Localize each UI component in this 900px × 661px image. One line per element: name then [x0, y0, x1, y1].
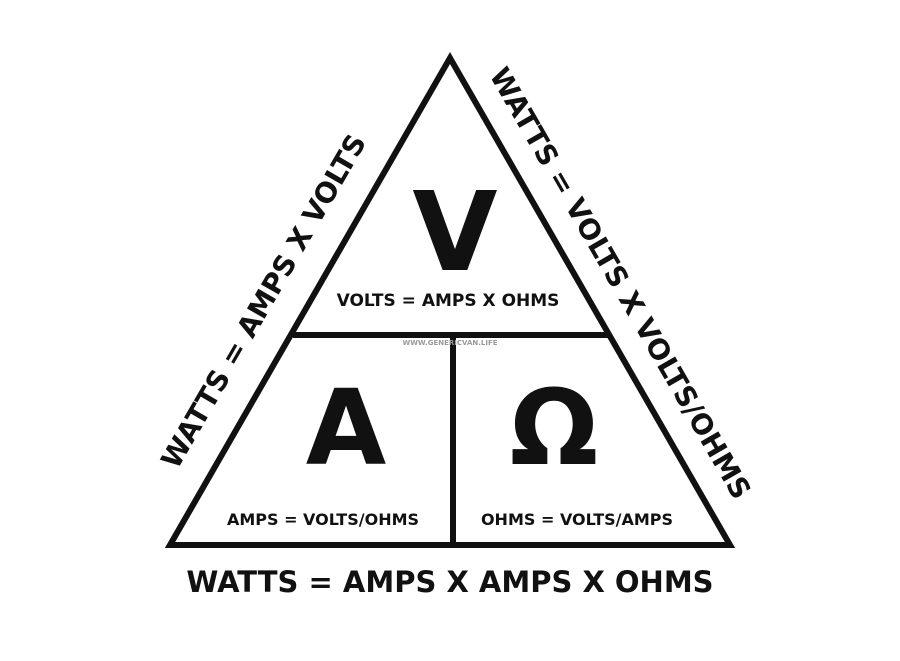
ohms-letter: Ω	[510, 367, 598, 489]
volts-letter: V	[412, 168, 497, 296]
amps-letter: A	[306, 367, 387, 489]
volts-formula: VOLTS = AMPS X OHMS	[337, 291, 560, 311]
ohms-formula: OHMS = VOLTS/AMPS	[481, 510, 673, 529]
amps-formula: AMPS = VOLTS/OHMS	[227, 510, 419, 529]
watermark: WWW.GENERICVAN.LIFE	[402, 339, 497, 347]
bottom-formula: WATTS = AMPS X AMPS X OHMS	[186, 565, 713, 599]
